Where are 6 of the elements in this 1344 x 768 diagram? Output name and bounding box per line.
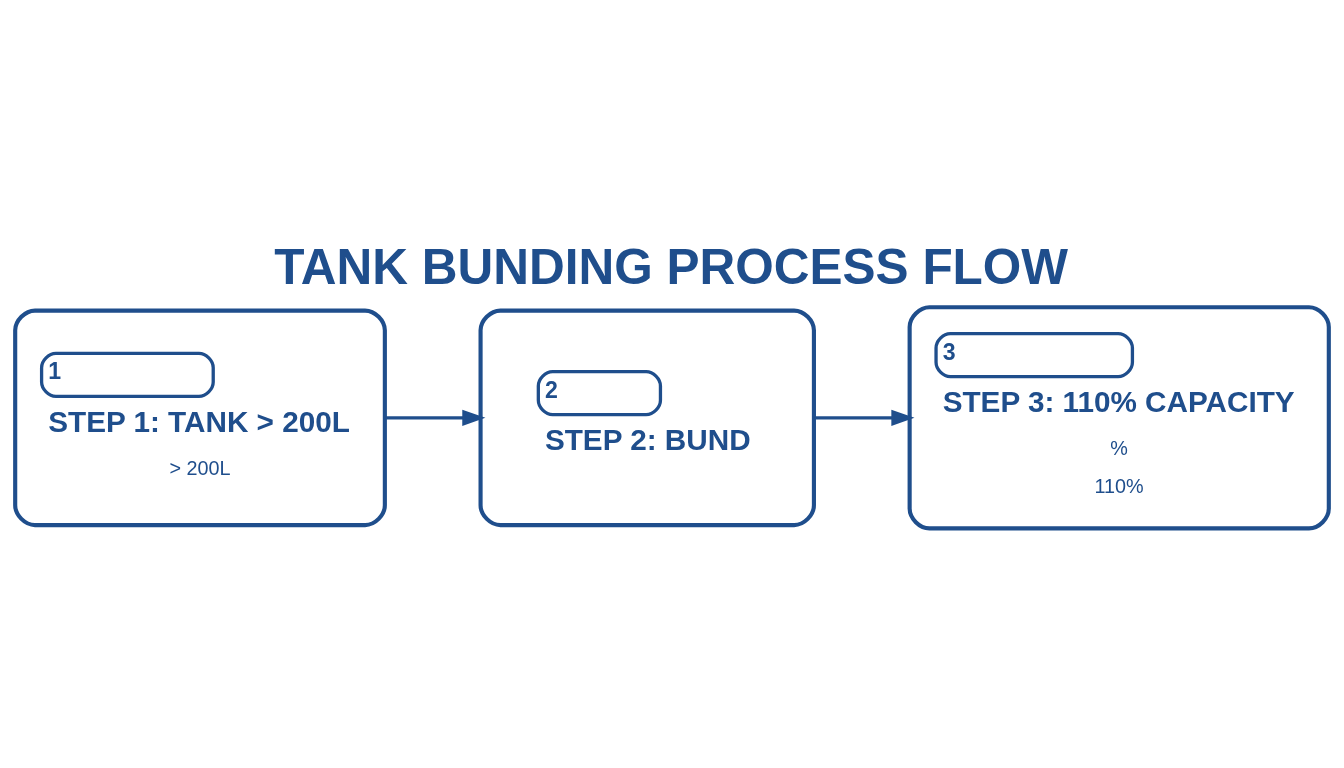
node-box: 1 STEP 1: TANK > 200L > 200L xyxy=(13,308,387,528)
arrow xyxy=(814,409,915,426)
diagram-title: TANK BUNDING PROCESS FLOW xyxy=(274,239,1069,295)
node-box: 3 STEP 3: 110% CAPACITY % 110% xyxy=(907,305,1331,531)
arrow xyxy=(385,409,486,426)
node-box: 2 STEP 2: BUND xyxy=(478,308,816,528)
